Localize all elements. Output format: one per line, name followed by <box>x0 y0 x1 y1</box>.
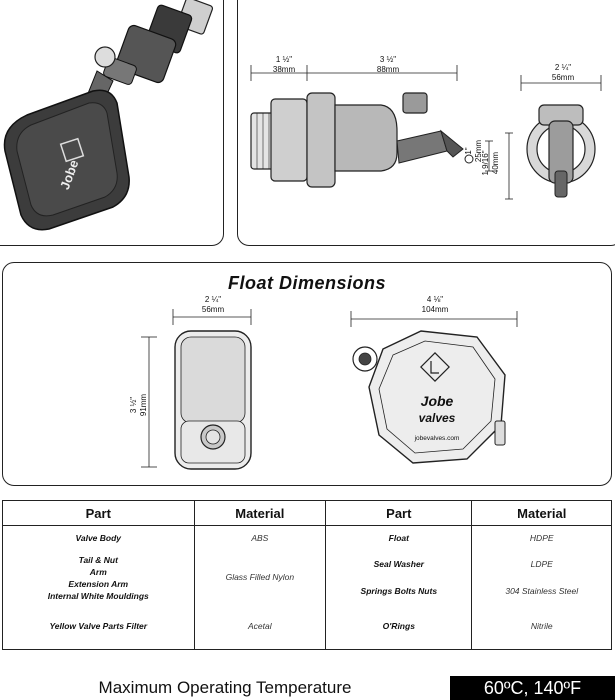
material-cell: 304 Stainless Steel <box>471 577 612 604</box>
dim-valve-length: 3 ½"88mm <box>376 55 400 74</box>
table-row: Extension Arm Springs Bolts Nuts 304 Sta… <box>3 577 612 604</box>
float-dimensions-panel: Float Dimensions 2 ¼" <box>2 262 612 486</box>
float-dimension-drawing <box>141 309 518 470</box>
part-cell: Valve Body <box>75 532 122 543</box>
table-row: Valve Body ABS Float HDPE <box>3 525 612 550</box>
materials-table: Part Material Part Material Valve Body A… <box>2 500 612 650</box>
part-cell: Arm <box>89 566 107 577</box>
temperature-value: 60ºC, 140ºF <box>450 676 615 700</box>
float-brand-logo: Jobe <box>420 393 454 409</box>
part-cell: Tail & Nut <box>78 554 118 565</box>
valve-dimensions-panel: 1 ½"38mm 3 ½"88mm 2 ¼"56mm 1"25mm 1 9/16… <box>237 0 615 246</box>
temperature-bar: Maximum Operating Temperature 60ºC, 140º… <box>0 676 615 700</box>
table-row: Yellow Valve Parts Filter Acetal O'Rings… <box>3 603 612 650</box>
part-cell: Springs Bolts Nuts <box>325 577 472 604</box>
col-part-1: Part <box>2 500 195 526</box>
table-row: Internal White Mouldings <box>3 590 612 604</box>
part-cell: O'Rings <box>325 603 472 650</box>
float-website: jobevalves.com <box>414 435 460 442</box>
part-cell: Seal Washer <box>325 549 472 578</box>
dim-float-length: 4 ⅛"104mm <box>421 295 449 314</box>
table-row: Tail & Nut Glass Filled Nylon Seal Washe… <box>3 549 612 604</box>
temperature-label: Maximum Operating Temperature <box>98 678 352 697</box>
material-cell: Acetal <box>193 603 326 650</box>
dim-tail-length: 1 ½"38mm <box>272 55 296 74</box>
dim-float-width: 2 ¼"56mm <box>201 295 225 314</box>
dim-valve-width: 2 ¼"56mm <box>551 63 575 82</box>
material-cell: LDPE <box>471 549 612 578</box>
col-part-2: Part <box>325 500 472 526</box>
dim-float-height: 3 ½"91mm <box>129 393 148 417</box>
material-cell: ABS <box>193 525 326 550</box>
material-cell: Nitrile <box>471 603 612 650</box>
col-material-1: Material <box>193 500 326 526</box>
valve-dimension-drawing <box>250 65 602 200</box>
part-cell: Float <box>325 525 472 550</box>
table-row: Arm <box>3 566 612 578</box>
part-cell: Yellow Valve Parts Filter <box>49 621 148 632</box>
col-material-2: Material <box>471 500 612 526</box>
float-brand-sub: valves <box>418 411 456 425</box>
material-cell: HDPE <box>471 525 612 550</box>
part-cell: Extension Arm <box>68 578 129 589</box>
material-cell: Glass Filled Nylon <box>193 549 326 604</box>
part-cell: Internal White Mouldings <box>47 590 149 601</box>
product-photo-panel: Jobe <box>0 0 224 246</box>
float-valve-illustration: Jobe <box>3 0 214 231</box>
float-dimensions-title: Float Dimensions <box>227 273 387 293</box>
dim-total-height: 1 9/16"40mm <box>481 150 500 176</box>
